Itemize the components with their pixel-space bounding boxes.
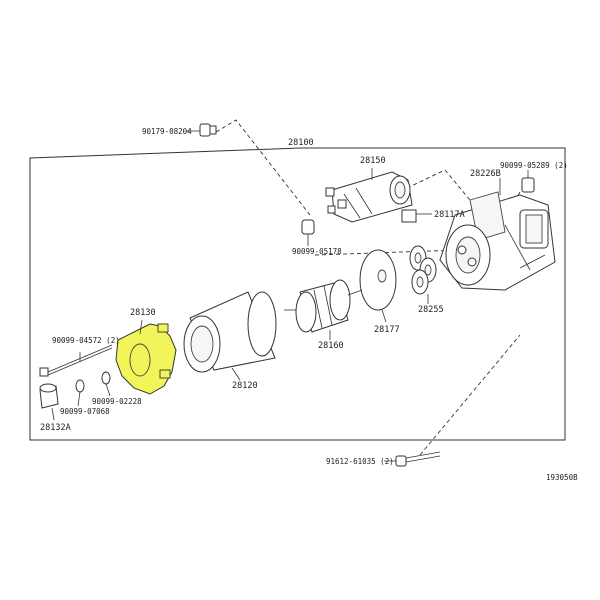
label-28160: 28160	[318, 341, 344, 351]
nut-90099-05178	[301, 219, 315, 246]
gears-28255	[409, 245, 437, 304]
label-28120: 28120	[232, 381, 258, 391]
label-28132a: 28132A	[40, 423, 71, 433]
label-28226b: 28226B	[470, 169, 501, 179]
cap-28132a	[39, 383, 59, 421]
label-28150: 28150	[360, 156, 386, 166]
label-28255: 28255	[418, 305, 444, 315]
clip-28117a	[401, 209, 432, 223]
label-28130: 28130	[130, 308, 156, 318]
washer-90099-07068	[75, 379, 85, 407]
plate-28177	[359, 249, 397, 323]
label-28100: 28100	[288, 138, 314, 148]
armature-28160	[284, 279, 363, 340]
assembly-frame	[29, 147, 566, 441]
label-90179-08204: 90179-08204	[142, 127, 192, 136]
label-90099-04572: 90099-04572 (2)	[52, 336, 120, 345]
washer-90099-02228	[101, 371, 111, 397]
dash-90179	[215, 119, 311, 216]
brush-holder-28130	[115, 319, 177, 395]
label-90099-02228: 90099-02228	[92, 397, 142, 406]
label-90099-05178: 90099-05178	[292, 247, 342, 256]
label-figure-ref: 193050B	[546, 473, 578, 482]
label-90099-05289: 90099-05289 (2)	[500, 161, 568, 170]
dash-28226b	[314, 249, 461, 256]
bolt-91612-61035	[384, 451, 441, 467]
nut-90099-05289	[521, 170, 535, 193]
bolt-90099-04572	[39, 344, 113, 377]
housing-28226b	[439, 178, 556, 291]
label-28117a: 28117A	[434, 210, 465, 220]
yoke-28120	[183, 291, 277, 381]
bolt-90179-08204	[186, 123, 217, 137]
dash-91612	[419, 334, 521, 456]
label-90099-07068: 90099-07068	[60, 407, 110, 416]
label-28177: 28177	[374, 325, 400, 335]
label-91612-61035: 91612-61035 (2)	[326, 457, 394, 466]
solenoid-28150	[325, 168, 413, 223]
